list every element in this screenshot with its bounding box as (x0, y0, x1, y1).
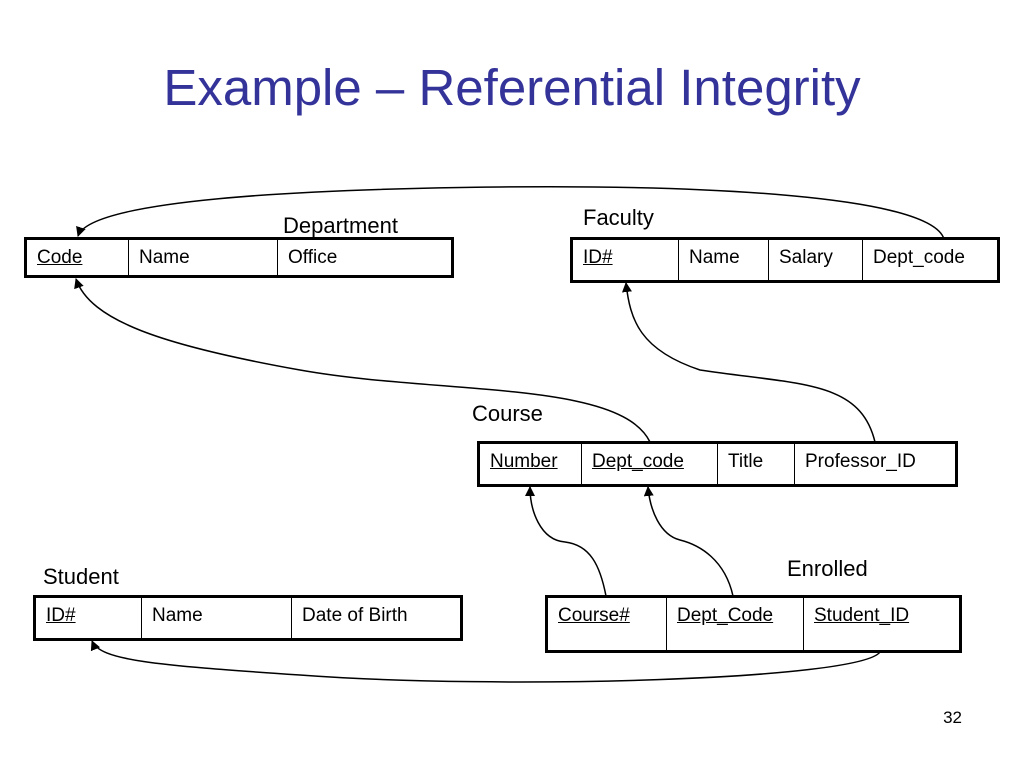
student-title: Student (43, 564, 119, 589)
slide-title: Example – Referential Integrity (163, 59, 861, 116)
student-col-name: Name (141, 596, 292, 640)
enrolled-col-dept-code: Dept_Code (666, 596, 804, 652)
course-col-dept-code: Dept_code (581, 442, 718, 486)
faculty-col-dept-code: Dept_code (862, 238, 999, 282)
enrolled-col-course: Course# (558, 605, 630, 626)
department-table: Code Name Office (24, 237, 454, 278)
arrow-course-professor-id-to-faculty-id (621, 282, 876, 443)
course-table: Number Dept_code Title Professor_ID (477, 441, 958, 487)
arrow-enrolled-dept-code-to-course-dept-code (643, 486, 734, 597)
course-col-professor-id: Professor_ID (794, 442, 957, 486)
enrolled-col-student-id: Student_ID (803, 596, 961, 652)
department-col-name: Name (128, 238, 278, 277)
faculty-table: ID# Name Salary Dept_code (570, 237, 1000, 283)
course-col-number: Number (490, 451, 558, 472)
arrow-enrolled-student-id-to-student-id (90, 640, 881, 683)
arrow-faculty-dept-code-to-department-code (76, 186, 945, 240)
course-title: Course (472, 401, 543, 426)
department-col-code: Code (37, 247, 83, 268)
faculty-col-name: Name (678, 238, 769, 282)
faculty-col-id: ID# (583, 247, 613, 268)
student-col-date-of-birth: Date of Birth (291, 596, 462, 640)
department-title: Department (283, 213, 398, 238)
arrow-enrolled-course-to-course-number (525, 486, 607, 597)
arrow-course-dept-code-to-department-code (74, 278, 651, 443)
student-col-id: ID# (46, 605, 76, 626)
faculty-title: Faculty (583, 205, 654, 230)
enrolled-title: Enrolled (787, 556, 868, 581)
student-table: ID# Name Date of Birth (33, 595, 463, 641)
faculty-col-salary: Salary (768, 238, 863, 282)
department-col-office: Office (277, 238, 453, 277)
course-col-title: Title (717, 442, 795, 486)
enrolled-table: Course# Dept_Code Student_ID (545, 595, 962, 653)
page-number: 32 (943, 708, 962, 727)
